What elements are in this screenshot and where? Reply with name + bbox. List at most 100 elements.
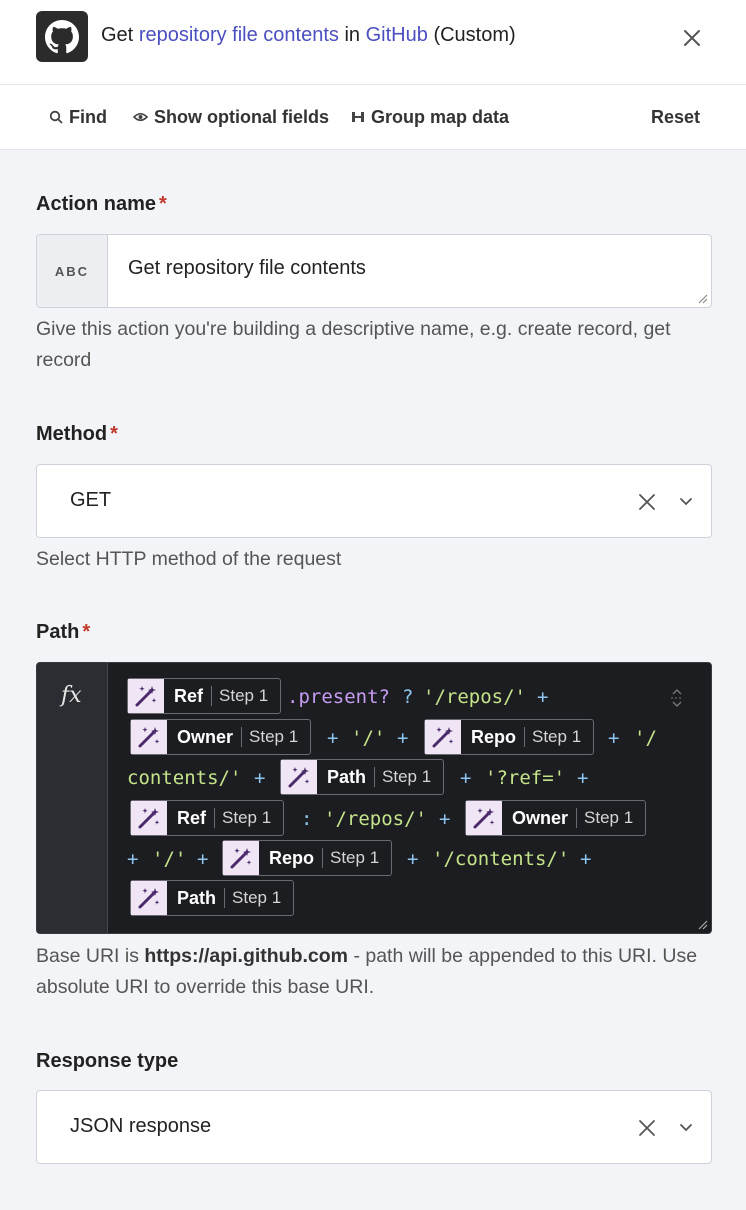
code-token: '/ <box>634 727 657 749</box>
datapill-step: Step 1 <box>584 808 634 827</box>
response-type-select[interactable]: JSON response <box>36 1090 712 1164</box>
code-token: contents/' <box>127 767 242 789</box>
eye-icon <box>133 112 148 122</box>
action-name-value[interactable]: Get repository file contents <box>128 257 366 279</box>
chevron-down-icon[interactable] <box>676 491 696 511</box>
method-label: Method* <box>36 423 118 446</box>
datapill-owner[interactable]: Owner Step 1 <box>465 800 647 836</box>
datapill-repo[interactable]: Repo Step 1 <box>424 719 595 755</box>
code-token: + <box>127 848 139 870</box>
title-in: in <box>344 24 361 46</box>
code-token: '/repos/' <box>423 686 526 708</box>
datapill-ref[interactable]: Ref Step 1 <box>130 800 285 836</box>
datapill-step: Step 1 <box>219 686 269 705</box>
action-name-input[interactable]: ABC Get repository file contents <box>36 234 712 308</box>
datapill-icon <box>425 720 461 754</box>
datapill-step: Step 1 <box>249 727 299 746</box>
method-label-text: Method <box>36 423 108 445</box>
response-type-value: JSON response <box>70 1115 212 1137</box>
datapill-ref[interactable]: Ref Step 1 <box>127 678 282 714</box>
clear-icon[interactable] <box>635 490 659 514</box>
action-name-label-text: Action name <box>36 193 157 215</box>
method-value: GET <box>70 489 112 511</box>
required-marker: * <box>159 193 167 215</box>
dialog-header: Get repository file contents in GitHub (… <box>0 0 746 85</box>
datapill-name: Owner <box>167 727 243 747</box>
title-prefix: Get <box>101 24 134 46</box>
path-formula-editor[interactable]: fx Ref Step 1 .present? ? '/repos/' + Ow… <box>36 662 712 934</box>
code-token: '/repos/' <box>324 808 427 830</box>
title-suffix: (Custom) <box>433 24 516 46</box>
action-name-hint: Give this action you're building a descr… <box>36 318 671 371</box>
reset-label: Reset <box>651 106 701 127</box>
close-button[interactable] <box>678 24 706 52</box>
path-hint: Base URI is https://api.github.com - pat… <box>36 941 716 1003</box>
datapill-path[interactable]: Path Step 1 <box>280 759 445 795</box>
code-token: + <box>197 848 209 870</box>
response-type-label: Response type <box>36 1050 179 1072</box>
group-map-data-button[interactable]: Group map data <box>351 105 509 129</box>
resize-handle-icon[interactable] <box>696 918 708 930</box>
code-token: + <box>407 848 419 870</box>
code-token: + <box>460 767 472 789</box>
code-token: + <box>577 767 589 789</box>
code-token: + <box>537 686 549 708</box>
datapill-step: Step 1 <box>532 727 582 746</box>
formula-mode-icon[interactable]: fx <box>61 683 82 708</box>
datapill-icon <box>131 881 167 915</box>
path-hint-suffix: - path will be appended to this URI. Use… <box>36 945 698 998</box>
close-icon <box>684 30 700 46</box>
datapill-owner[interactable]: Owner Step 1 <box>130 719 312 755</box>
resize-handle-icon[interactable] <box>696 292 708 304</box>
code-token: '/' <box>351 727 386 749</box>
datapill-step: Step 1 <box>382 767 432 786</box>
code-token: + <box>580 848 592 870</box>
datapill-step: Step 1 <box>330 848 380 867</box>
datapill-step: Step 1 <box>222 808 272 827</box>
datapill-name: Repo <box>461 727 525 747</box>
group-map-icon <box>352 112 364 122</box>
datapill-path[interactable]: Path Step 1 <box>130 880 295 916</box>
required-marker: * <box>110 423 118 445</box>
title-app-link[interactable]: GitHub <box>365 24 428 46</box>
show-optional-label: Show optional fields <box>154 106 329 127</box>
datapill-name: Path <box>317 767 376 787</box>
code-token: '/contents/' <box>432 848 570 870</box>
method-select[interactable]: GET <box>36 464 712 538</box>
search-icon <box>49 110 63 124</box>
code-token: .present? <box>287 686 390 708</box>
datapill-repo[interactable]: Repo Step 1 <box>222 840 393 876</box>
code-token: ? <box>402 686 414 708</box>
base-uri: https://api.github.com <box>144 945 349 967</box>
datapill-name: Ref <box>164 686 213 706</box>
path-label: Path* <box>36 621 90 644</box>
datapill-icon <box>281 760 317 794</box>
code-token: + <box>254 767 266 789</box>
formula-gutter: fx <box>37 663 108 933</box>
toolbar: Find Show optional fields Group map data… <box>0 85 746 150</box>
required-marker: * <box>82 621 91 643</box>
datapill-name: Owner <box>502 808 578 828</box>
method-hint: Select HTTP method of the request <box>36 548 342 570</box>
clear-icon[interactable] <box>635 1116 659 1140</box>
datapill-name: Path <box>167 888 226 908</box>
dialog-title: Get repository file contents in GitHub (… <box>101 24 516 47</box>
path-label-text: Path <box>36 621 80 643</box>
datapill-name: Ref <box>167 808 216 828</box>
github-logo-icon <box>36 11 88 62</box>
path-hint-prefix: Base URI is <box>36 945 145 967</box>
datapill-icon <box>131 720 167 754</box>
title-action-link[interactable]: repository file contents <box>138 24 339 46</box>
code-token: '/' <box>152 848 187 870</box>
code-token: + <box>439 808 451 830</box>
text-type-badge: ABC <box>37 235 108 307</box>
reset-button[interactable]: Reset <box>651 105 700 129</box>
chevron-down-icon[interactable] <box>676 1117 696 1137</box>
show-optional-fields-button[interactable]: Show optional fields <box>133 105 329 129</box>
expand-icon[interactable] <box>669 687 685 709</box>
code-token: + <box>397 727 409 749</box>
datapill-icon <box>223 841 259 875</box>
find-label: Find <box>69 106 107 127</box>
datapill-icon <box>128 679 164 713</box>
find-button[interactable]: Find <box>49 105 107 129</box>
